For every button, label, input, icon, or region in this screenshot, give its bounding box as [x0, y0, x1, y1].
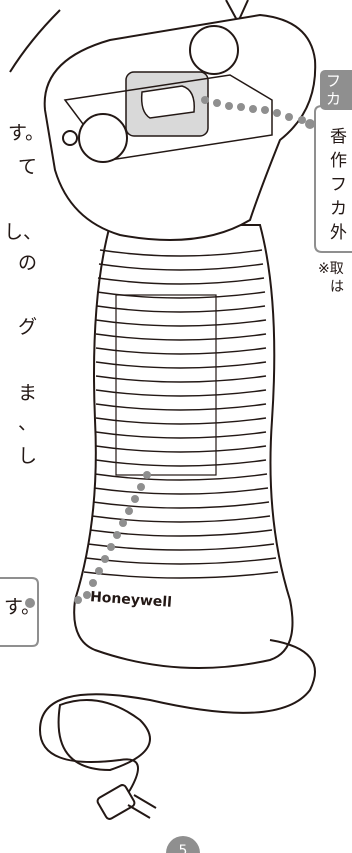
right-column-char: フ: [330, 175, 347, 195]
tower-body: [73, 224, 294, 669]
section-tab: フカ: [320, 70, 352, 110]
power-cord: [38, 639, 316, 816]
plug-icon: [96, 784, 157, 820]
page-number-badge: 5: [166, 836, 200, 853]
knob-left: [78, 113, 128, 163]
power-cord-loop: [57, 699, 151, 772]
right-panel-frame: [314, 105, 352, 253]
dotted-leader: [74, 96, 306, 604]
text-fragment: す。: [8, 122, 45, 144]
right-column-char: 作: [330, 151, 347, 171]
text-fragment: ま: [18, 382, 38, 404]
text-fragment: て: [18, 156, 38, 178]
leader-end-right: [305, 119, 315, 129]
grille-window: [115, 294, 217, 476]
curve-line: [9, 9, 61, 73]
right-note: は: [330, 279, 344, 295]
knob-top: [189, 25, 239, 75]
text-fragment: 、: [18, 412, 38, 434]
right-column-char: 香: [330, 127, 347, 147]
power-button: [62, 130, 78, 146]
left-panel-frame: [0, 577, 39, 647]
text-fragment: す。: [4, 596, 41, 618]
text-fragment: グ: [18, 316, 38, 338]
right-column-char: カ: [330, 199, 347, 219]
leader-end-left: [25, 598, 35, 608]
text-fragment: し: [18, 445, 38, 467]
cartridge: [140, 85, 195, 119]
right-note: ※取: [318, 261, 344, 277]
text-fragment: し、: [4, 221, 43, 243]
text-fragment: の: [18, 252, 38, 274]
right-column-char: 外: [330, 223, 347, 243]
